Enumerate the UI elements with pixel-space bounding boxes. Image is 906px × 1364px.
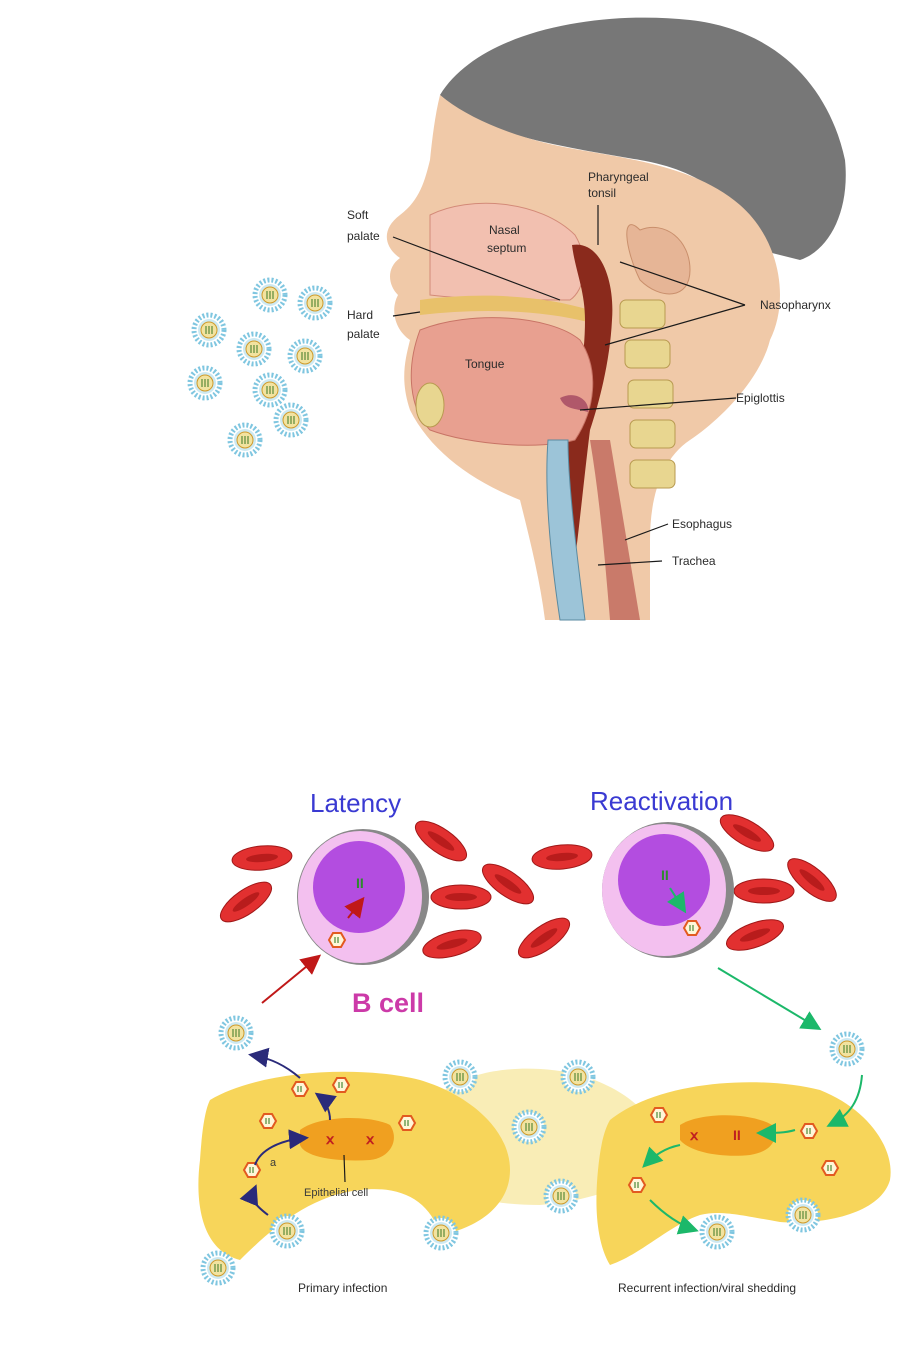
- red-blood-cell: [734, 879, 794, 903]
- capsid: [822, 1161, 838, 1175]
- red-blood-cell: [723, 913, 788, 956]
- label-esophagus: Esophagus: [672, 517, 732, 531]
- red-blood-cell: [420, 925, 484, 964]
- virion: [702, 1217, 732, 1247]
- virion: [832, 1034, 862, 1064]
- epithelial-cell-left: [198, 1072, 510, 1260]
- virion: [272, 1216, 302, 1246]
- label-soft-palate-2: palate: [347, 229, 380, 243]
- virion: [290, 341, 320, 371]
- virion: [300, 288, 330, 318]
- virion: [563, 1062, 593, 1092]
- red-blood-cell: [513, 911, 576, 965]
- epithelial-cell-right: [596, 1082, 890, 1265]
- marker-a: a: [270, 1157, 277, 1169]
- red-blood-cell: [231, 843, 293, 872]
- arrow-to-latency: [262, 957, 318, 1003]
- capsid: [244, 1163, 260, 1177]
- label-nasal-septum-2: septum: [487, 241, 526, 255]
- label-hard-palate-2: palate: [347, 327, 380, 341]
- b-cell-latent: II: [297, 829, 429, 965]
- blood-compartment: Latency Reactivation II II: [215, 786, 843, 1028]
- tongue: [411, 318, 592, 446]
- virion: [190, 368, 220, 398]
- virion: [221, 1018, 251, 1048]
- label-hard-palate: Hard: [347, 308, 373, 322]
- red-blood-cell: [531, 842, 593, 871]
- virion: [255, 280, 285, 310]
- capsid: [292, 1082, 308, 1096]
- title-reactivation: Reactivation: [590, 786, 733, 816]
- epithelial-nucleus-left: [300, 1118, 394, 1160]
- virion: [445, 1062, 475, 1092]
- label-nasal-septum: Nasal: [489, 223, 520, 237]
- label-tongue: Tongue: [465, 357, 505, 371]
- virion: [426, 1218, 456, 1248]
- label-pharyngeal-tonsil: Pharyngeal: [588, 170, 649, 184]
- capsid: [260, 1114, 276, 1128]
- red-blood-cell: [215, 875, 278, 929]
- capsid: [801, 1124, 817, 1138]
- virion: [255, 375, 285, 405]
- title-latency: Latency: [310, 788, 401, 818]
- virion: [788, 1200, 818, 1230]
- label-trachea: Trachea: [672, 554, 716, 568]
- exhaled-virions: [190, 280, 330, 455]
- virion: [546, 1181, 576, 1211]
- red-blood-cell: [715, 808, 779, 859]
- jaw-bone: [416, 383, 444, 427]
- arrow-from-reactivation: [718, 968, 818, 1028]
- virion: [239, 334, 269, 364]
- label-b-cell: B cell: [352, 988, 424, 1018]
- epithelium-compartment: ⅹ ⅹ ⅹ II a: [198, 1018, 890, 1295]
- red-blood-cell: [410, 814, 473, 868]
- latent-episome: II: [356, 875, 364, 891]
- virion: [194, 315, 224, 345]
- capsid: [684, 921, 700, 935]
- red-blood-cell: [781, 852, 842, 909]
- virion: [203, 1253, 233, 1283]
- b-cell-reactivating: II: [602, 822, 734, 958]
- capsid: [329, 933, 345, 947]
- capsid: [651, 1108, 667, 1122]
- capsid: [399, 1116, 415, 1130]
- label-epiglottis: Epiglottis: [736, 391, 785, 405]
- virion: [276, 405, 306, 435]
- red-blood-cell: [431, 885, 491, 909]
- lytic-genome: II: [661, 867, 669, 883]
- label-pharyngeal-tonsil-2: tonsil: [588, 186, 616, 200]
- label-nasopharynx: Nasopharynx: [760, 298, 831, 312]
- nucleus-mark: ⅹ: [689, 1127, 699, 1143]
- nucleus-mark: II: [733, 1127, 741, 1143]
- nucleus-mark: ⅹ: [325, 1131, 335, 1147]
- label-soft-palate: Soft: [347, 208, 369, 222]
- virion: [514, 1112, 544, 1142]
- label-recurrent-infection: Recurrent infection/viral shedding: [618, 1281, 796, 1295]
- capsid: [333, 1078, 349, 1092]
- virion: [230, 425, 260, 455]
- head-anatomy-illustration: Pharyngeal tonsil Soft palate Nasal sept…: [347, 18, 846, 620]
- label-epithelial-cell: Epithelial cell: [304, 1187, 368, 1199]
- capsid: [629, 1178, 645, 1192]
- nucleus-mark: ⅹ: [365, 1131, 375, 1147]
- label-primary-infection: Primary infection: [298, 1281, 387, 1295]
